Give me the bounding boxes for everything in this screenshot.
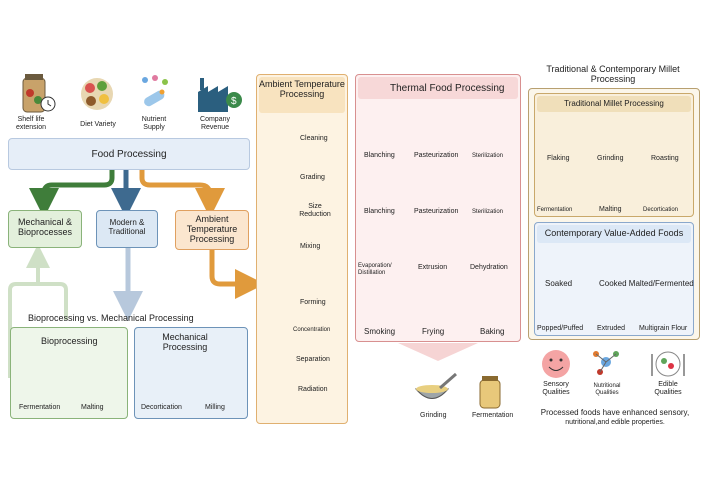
thermal-panel-title: Thermal Food Processing (390, 83, 505, 94)
qualities-caption-2: nutritional,and edible properties. (565, 419, 665, 426)
ambient-panel-title: Ambient Temperature Processing (259, 79, 345, 99)
thermal-item-extrusion: Extrusion (418, 264, 448, 271)
modern-title: Modern & Traditional (108, 218, 146, 236)
ambient-panel: Ambient Temperature Processing (256, 74, 348, 424)
thermal-item-sterilization-2: Sterilization (472, 209, 504, 215)
traditional-title: Traditional Millet Processing (564, 99, 664, 108)
bioprocessing-box: Bioprocessing Fermentation Malting (10, 327, 128, 419)
traditional-header: Traditional Millet Processing (537, 96, 691, 112)
thermal-item-baking: Baking (480, 327, 505, 336)
ambient-branch-box: Ambient Temperature Processing (175, 210, 249, 250)
grinding-bowl-icon (414, 372, 457, 399)
fermentation-jar-icon (479, 376, 501, 409)
contemporary-title: Contemporary Value-Added Foods (544, 228, 684, 238)
factory-icon: $ (198, 78, 242, 112)
pill-icon (142, 75, 168, 107)
ambient-item-cleaning: Cleaning (300, 135, 328, 142)
thermal-item-pasteurization: Pasteurization (414, 152, 459, 159)
bio-item-fermentation: Fermentation (19, 404, 61, 411)
thermal-item-evaporation: Evaporation/ Distillation (358, 263, 392, 276)
thermal-item-frying: Frying (422, 327, 445, 336)
thermal-panel: Thermal Food Processing (355, 74, 521, 342)
thermal-panel-header: Thermal Food Processing (358, 77, 518, 99)
mechanical-title: Mechanical & Bioprocesses (17, 217, 73, 237)
bioprocessing-title: Bioprocessing (41, 336, 98, 346)
ambient-item-concentration: Concentration (293, 327, 331, 333)
svg-text:$: $ (231, 96, 237, 107)
modern-traditional-box: Modern & Traditional (96, 210, 158, 248)
ambient-panel-header: Ambient Temperature Processing (259, 77, 345, 113)
arrow-feedback (8, 244, 50, 378)
traditional-box: Traditional Millet Processing (534, 93, 694, 217)
mech-item-milling: Milling (205, 404, 225, 411)
thermal-item-blanching: Blanching (364, 152, 395, 159)
thermal-funnel (398, 343, 478, 361)
quality-sensory: Sensory Qualities (542, 381, 570, 396)
thermal-item-blanching-2: Blanching (364, 208, 395, 215)
food-plate-icon (651, 351, 685, 377)
arrow-to-mechanical (29, 170, 115, 218)
contemporary-box: Contemporary Value-Added Foods (534, 222, 694, 336)
cont-item-cooked: Cooked Malted/Fermented (599, 279, 694, 288)
thermal-item-smoking: Smoking (364, 327, 396, 336)
trad-item-decortication: Decortication (643, 207, 679, 213)
ambient-item-separation: Separation (296, 356, 330, 363)
mechanical-processing-box: Mechanical Processing Decortication Mill… (134, 327, 248, 419)
qualities-caption-1: Processed foods have enhanced sensory, (540, 408, 690, 417)
trad-item-malting: Malting (599, 206, 622, 213)
mech-processing-title: Mechanical Processing (162, 332, 208, 352)
food-processing-box: Food Processing (8, 138, 250, 170)
trad-item-fermentation: Fermentation (537, 207, 573, 213)
ambient-item-mixing: Mixing (300, 243, 321, 250)
food-plate-icon (81, 78, 113, 110)
ambient-branch-title: Ambient Temperature Processing (186, 214, 238, 244)
ambient-item-size-reduction: Size Reduction (299, 203, 331, 218)
thermal-item-sterilization: Sterilization (472, 153, 504, 159)
quality-nutritional: Nutritional Qualities (593, 383, 621, 396)
smiley-icon (542, 350, 570, 378)
food-processing-title: Food Processing (91, 149, 167, 160)
label-company-revenue: Company Revenue (200, 116, 230, 131)
trad-item-roasting: Roasting (651, 155, 679, 162)
label-shelf-life: Shelf life extension (16, 116, 46, 131)
arrow-to-ambient (139, 170, 225, 218)
thermal-item-dehydration: Dehydration (470, 264, 508, 271)
cont-item-multigrain: Multigrain Flour (639, 325, 688, 332)
contemporary-header: Contemporary Value-Added Foods (537, 225, 691, 243)
ambient-item-radiation: Radiation (298, 386, 328, 393)
bio-vs-mech-title: Bioprocessing vs. Mechanical Processing (28, 313, 194, 323)
quality-edible: Edible Qualities (654, 381, 682, 396)
label-nutrient-supply: Nutrient Supply (141, 116, 167, 131)
cont-item-soaked: Soaked (545, 279, 573, 288)
right-panel-title: Traditional & Contemporary Millet Proces… (546, 64, 680, 84)
bottom-item-fermentation: Fermentation (472, 412, 514, 419)
trad-item-grinding: Grinding (597, 155, 624, 162)
mechanical-bioprocesses-box: Mechanical & Bioprocesses (8, 210, 82, 248)
molecule-icon (593, 351, 619, 375)
jar-icon (22, 74, 56, 113)
arrow-to-ambient-panel (209, 250, 265, 299)
bio-item-malting: Malting (81, 404, 104, 411)
cont-item-extruded: Extruded (597, 325, 626, 332)
thermal-item-pasteurization-2: Pasteurization (414, 208, 459, 215)
bottom-item-grinding: Grinding (420, 412, 447, 419)
trad-item-flaking: Flaking (547, 155, 570, 162)
ambient-item-forming: Forming (300, 299, 326, 306)
cont-item-popped: Popped/Puffed (537, 325, 584, 332)
mech-item-decortication: Decortication (141, 404, 182, 411)
label-diet-variety: Diet Variety (80, 121, 116, 128)
ambient-item-grading: Grading (300, 174, 325, 181)
